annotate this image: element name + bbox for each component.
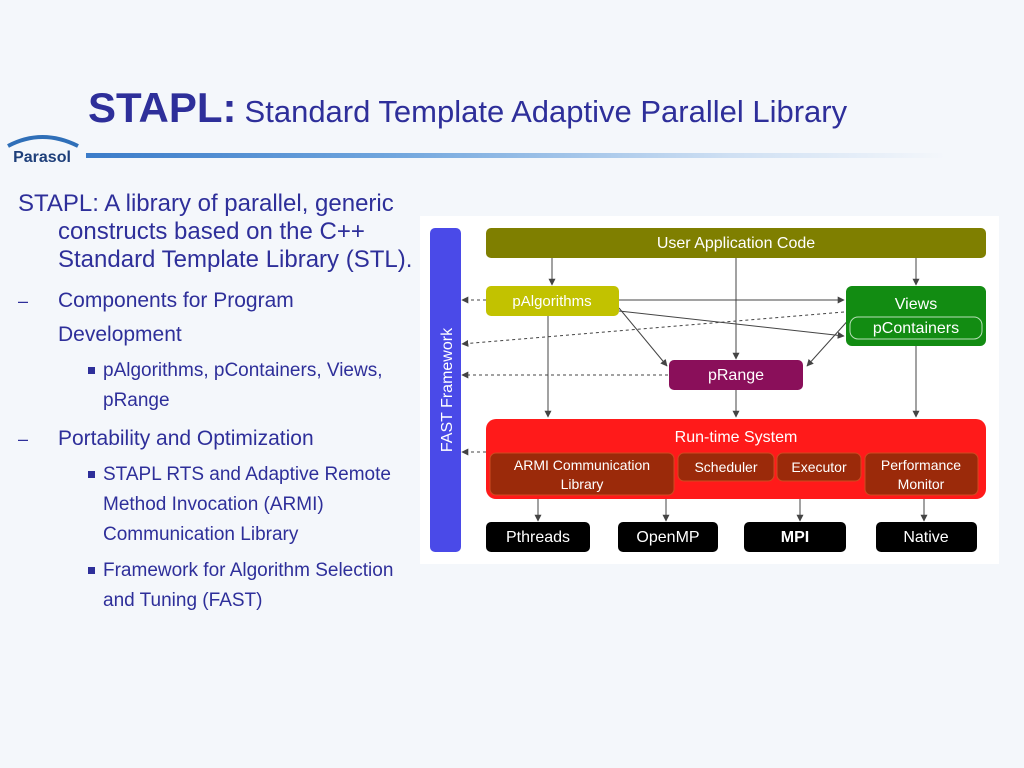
pcontainers-label: pContainers xyxy=(873,320,959,337)
bullet-sub1-item-text: pAlgorithms, pContainers, Views, pRange xyxy=(103,360,383,411)
title-underline xyxy=(86,153,946,158)
arrow-views-prange xyxy=(806,315,853,367)
armi-box xyxy=(489,452,675,496)
bullet-sub1-text: Components for Program Development xyxy=(58,289,294,346)
fast-framework-bar xyxy=(430,228,461,552)
prange-box xyxy=(669,360,803,390)
dash-marker: – xyxy=(18,291,29,311)
dash-views-fast xyxy=(461,311,845,347)
bullet-main: STAPL: A library of parallel, generic co… xyxy=(18,190,413,273)
mpi-box xyxy=(744,522,846,552)
bullet-sub2-item1-text: STAPL RTS and Adaptive Remote Method Inv… xyxy=(103,464,391,545)
armi-label-line2: Library xyxy=(561,476,604,492)
square-bullet-icon xyxy=(88,367,95,374)
dash-marker: – xyxy=(18,429,29,449)
dashed-arrows xyxy=(461,296,845,456)
fast-framework-label: FAST Framework xyxy=(439,327,456,452)
executor-box xyxy=(776,452,862,482)
performance-monitor-box xyxy=(864,452,979,496)
bullet-sub2-item2-text: Framework for Algorithm Selection and Tu… xyxy=(103,560,394,611)
slide-title: STAPL:Standard Template Adaptive Paralle… xyxy=(88,84,847,132)
pthreads-box xyxy=(486,522,590,552)
bullet-sub1-item: pAlgorithms, pContainers, Views, pRange xyxy=(18,356,418,416)
bullet-sub1: – Components for Program Development xyxy=(18,284,418,352)
openmp-label: OpenMP xyxy=(636,529,699,546)
prange-label: pRange xyxy=(708,367,764,384)
palgorithms-box xyxy=(486,286,619,316)
parasol-logo: Parasol xyxy=(7,135,79,166)
bullet-sub2-item1: STAPL RTS and Adaptive Remote Method Inv… xyxy=(18,460,418,550)
arrow-palg-prange xyxy=(618,307,668,367)
bullet-list: STAPL: A library of parallel, generic co… xyxy=(18,190,418,622)
diagram-arrows xyxy=(461,258,928,522)
title-bold: STAPL: xyxy=(88,84,237,131)
mpi-label: MPI xyxy=(781,529,809,546)
perf-label-line1: Performance xyxy=(881,457,961,473)
scheduler-label: Scheduler xyxy=(694,459,757,475)
bullet-sub2-text: Portability and Optimization xyxy=(58,427,314,450)
pcontainers-box xyxy=(849,316,983,340)
user-app-label: User Application Code xyxy=(657,235,815,252)
logo-text: Parasol xyxy=(13,149,71,166)
bullet-sub2-item2: Framework for Algorithm Selection and Tu… xyxy=(18,556,418,616)
native-label: Native xyxy=(903,529,948,546)
palgorithms-label: pAlgorithms xyxy=(512,293,591,310)
native-box xyxy=(876,522,977,552)
perf-label-line2: Monitor xyxy=(898,476,945,492)
executor-label: Executor xyxy=(791,459,847,475)
views-label: Views xyxy=(895,296,937,313)
armi-label-line1: ARMI Communication xyxy=(514,457,650,473)
pthreads-label: Pthreads xyxy=(506,529,570,546)
bullet-sub2: – Portability and Optimization xyxy=(18,422,418,456)
stapl-architecture-diagram: FAST Framework User Application Code pAl… xyxy=(420,216,999,564)
square-bullet-icon xyxy=(88,471,95,478)
openmp-box xyxy=(618,522,718,552)
logo-arc xyxy=(7,135,79,148)
square-bullet-icon xyxy=(88,567,95,574)
views-box xyxy=(846,286,986,346)
arrow-palg-views2 xyxy=(618,310,845,339)
runtime-system-label: Run-time System xyxy=(675,429,798,446)
scheduler-box xyxy=(677,452,775,482)
title-rest: Standard Template Adaptive Parallel Libr… xyxy=(244,94,848,129)
user-app-box xyxy=(486,228,986,258)
